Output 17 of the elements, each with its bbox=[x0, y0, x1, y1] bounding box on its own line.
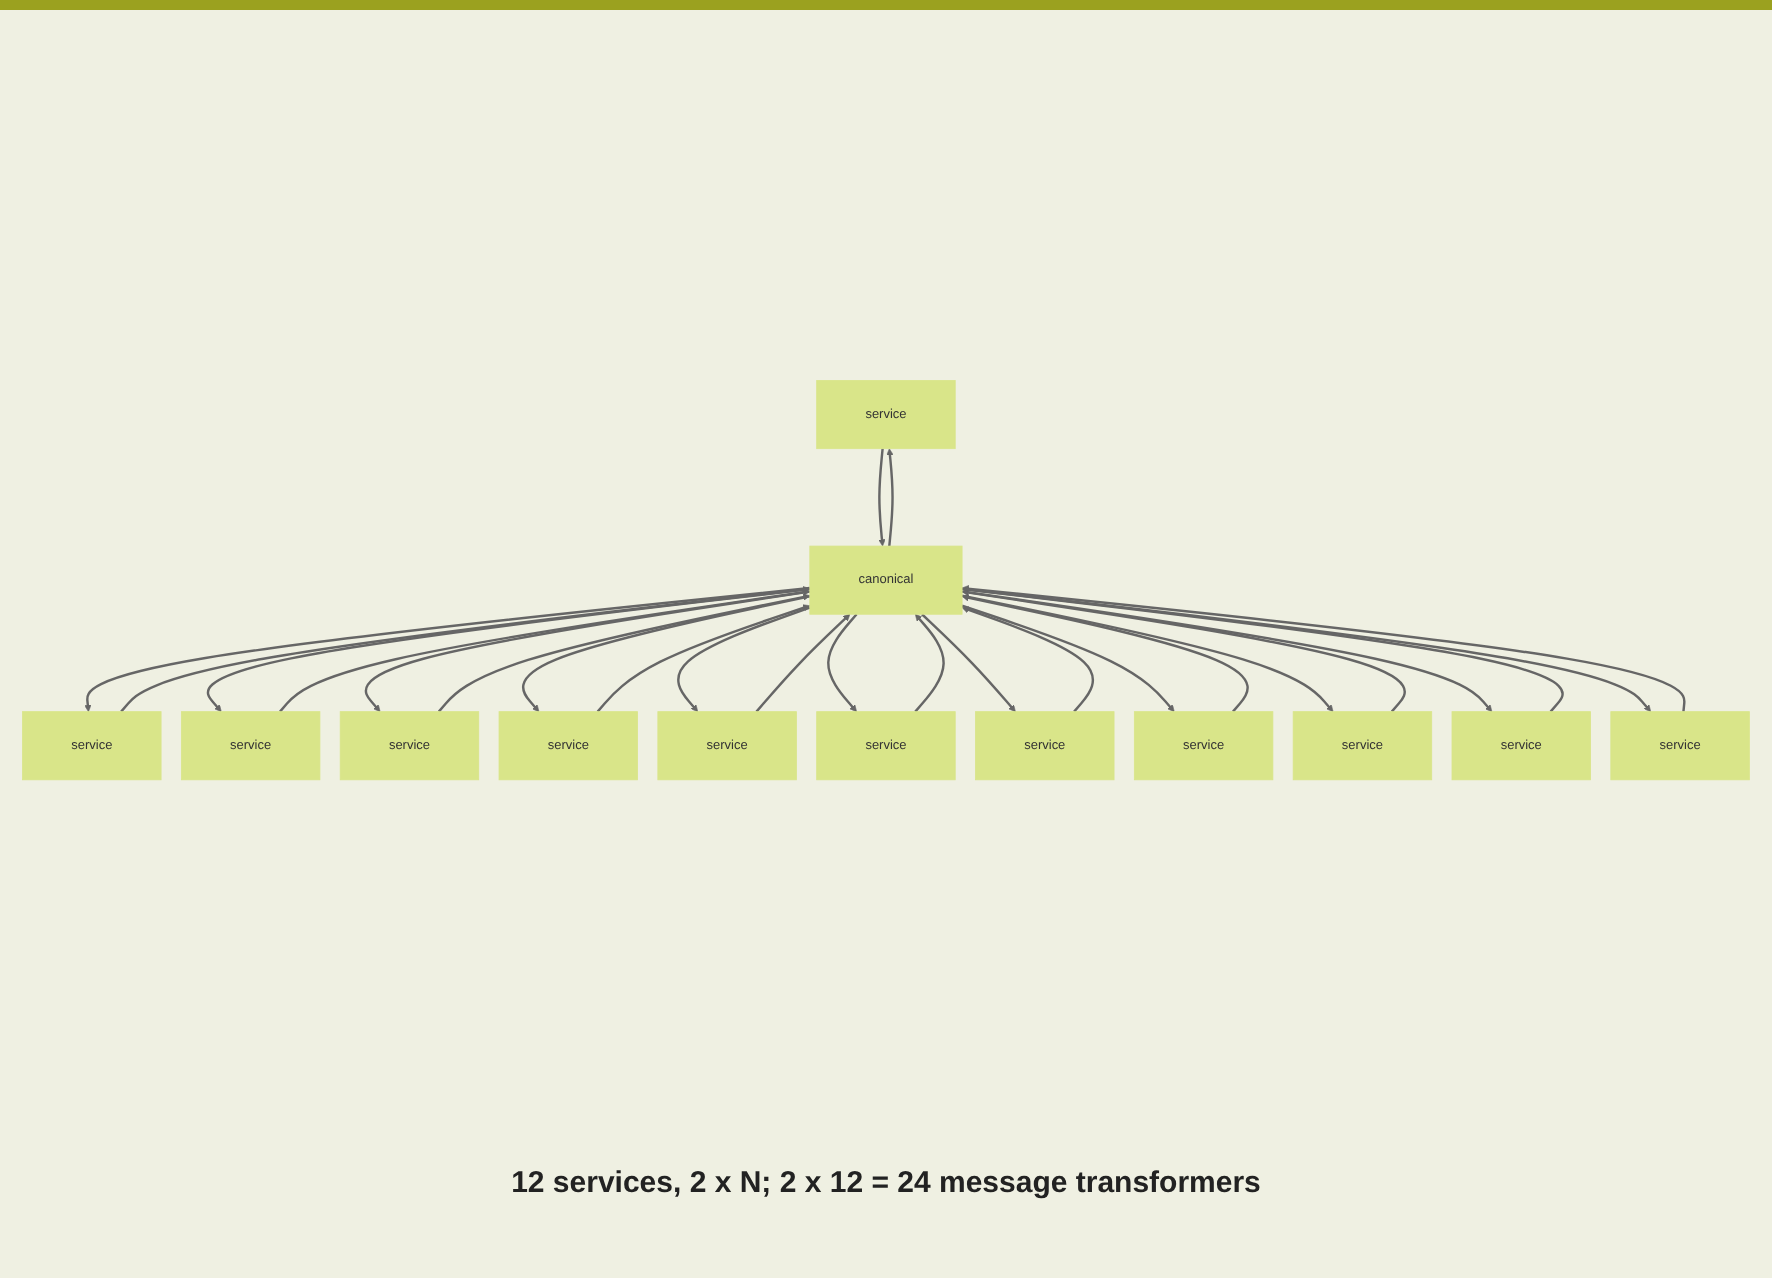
arrow bbox=[596, 604, 811, 713]
arrow bbox=[961, 594, 1249, 713]
arrow bbox=[961, 588, 1406, 713]
arrow bbox=[677, 606, 811, 712]
arrow bbox=[827, 613, 858, 712]
caption: 12 services, 2 x N; 2 x 12 = 24 message transformers bbox=[511, 1166, 1261, 1200]
arrow bbox=[921, 613, 1016, 712]
arrow bbox=[878, 448, 886, 547]
arrow bbox=[961, 594, 1334, 712]
arrow bbox=[365, 590, 811, 712]
arrow bbox=[886, 448, 894, 547]
arrow bbox=[961, 606, 1095, 713]
arrow bbox=[522, 595, 811, 712]
arrow bbox=[914, 613, 945, 713]
arrow bbox=[755, 613, 851, 713]
arrow bbox=[437, 593, 811, 713]
arrow bbox=[961, 604, 1175, 712]
